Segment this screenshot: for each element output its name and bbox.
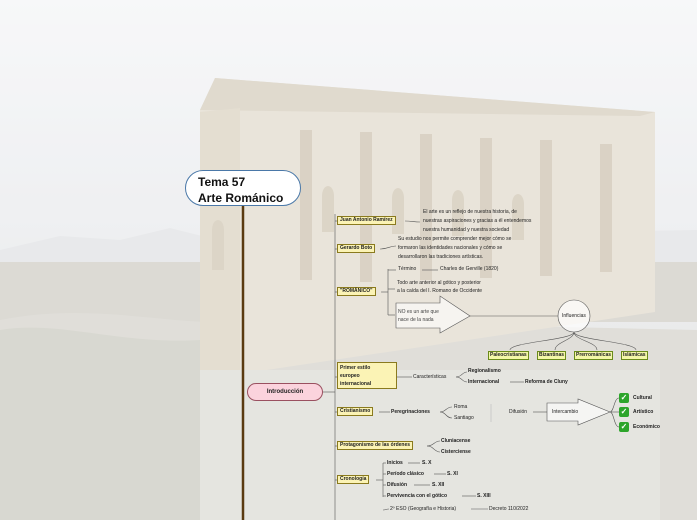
infl-prerromanicas[interactable]: Prerrománicas	[574, 351, 614, 360]
node-protagonismo[interactable]: Protagonismo de las órdenes	[337, 441, 414, 450]
infl-islamicas[interactable]: Islámicas	[621, 351, 648, 360]
caracteristicas-label: Características	[413, 374, 447, 380]
difusion-label: Difusión	[509, 409, 528, 415]
juan-text-3: nuestra humanidad y nuestra sociedad	[423, 227, 510, 233]
santiago-label: Santiago	[454, 415, 474, 421]
node-primer-estilo[interactable]: Primer estilo europeo internacional	[337, 362, 397, 389]
s-xi-label: S. XI	[447, 471, 458, 477]
economico-label: Económico	[633, 424, 660, 430]
eso-label: 2º ESO (Geografía e Historia)	[390, 506, 457, 512]
cultural-label: Cultural	[633, 395, 652, 401]
peregrinaciones-label: Peregrinaciones	[391, 409, 430, 415]
artistico-label: Artístico	[633, 409, 654, 415]
s-x-label: S. X	[422, 460, 432, 466]
no-arte-1: NO es un arte que	[398, 309, 439, 315]
intercambio-label: Intercambio	[552, 409, 579, 415]
internacional-label: Internacional	[468, 379, 500, 385]
periodo-label: Período clásico	[387, 471, 424, 477]
s-xiii-label: S. XIII	[477, 493, 491, 499]
check-icon: ✓	[619, 393, 629, 403]
juan-text-1: El arte es un reflejo de nuestra histori…	[423, 209, 517, 215]
gerardo-text-2: formaron las identidades nacionales y có…	[398, 245, 503, 251]
gerville-label: Charles de Gerville (1820)	[440, 266, 499, 272]
gerardo-text-3: desarrollaron las tradiciones artísticas…	[398, 254, 484, 260]
cluniacense-label: Cluniacense	[441, 438, 471, 444]
inicios-label: Inicios	[387, 460, 403, 466]
regionalismo-label: Regionalismo	[468, 368, 501, 374]
primer-line1: Primer estilo	[340, 365, 371, 371]
infl-bizantinas[interactable]: Bizantinas	[537, 351, 567, 360]
influencias-label: Influencias	[562, 313, 586, 319]
no-arte-2: nace de la nada	[398, 317, 434, 323]
roma-label: Roma	[454, 404, 468, 410]
cisterciense-label: Cisterciense	[441, 449, 471, 455]
infl-paleocristianas[interactable]: Paleocristianas	[488, 351, 529, 360]
decreto-label: Decreto 110/2022	[489, 506, 529, 512]
check-icon: ✓	[619, 422, 629, 432]
central-topic-line2: Arte Románico	[198, 191, 284, 205]
primer-line2: europeo	[340, 373, 360, 379]
node-cristianismo[interactable]: Cristianismo	[337, 407, 374, 416]
pervivencia-label: Pervivencia con el gótico	[387, 493, 448, 499]
gerardo-text-1: Su estudio nos permite comprender mejor …	[398, 236, 512, 242]
s-xii-label: S. XII	[432, 482, 445, 488]
node-romanico[interactable]: "ROMÁNICO"	[337, 287, 376, 296]
juan-text-2: nuestras aspiraciones y gracias a él ent…	[423, 218, 532, 224]
primer-line3: internacional	[340, 381, 372, 387]
central-topic[interactable]: Tema 57 Arte Románico	[185, 170, 301, 206]
node-cronologia[interactable]: Cronología	[337, 475, 370, 484]
node-gerardo[interactable]: Gerardo Boto	[337, 244, 376, 253]
node-juan[interactable]: Juan Antonio Ramírez	[337, 216, 396, 225]
todo-arte-2: a la caída del I. Romano de Occidente	[397, 288, 483, 294]
cluny-label: Reforma de Cluny	[525, 379, 568, 385]
difusion2-label: Difusión	[387, 482, 407, 488]
todo-arte-1: Todo arte anterior al gótico y posterior	[397, 280, 481, 286]
intro-topic[interactable]: Introducción	[247, 383, 323, 401]
check-icon: ✓	[619, 407, 629, 417]
termino-label: Término	[398, 266, 417, 272]
central-topic-line1: Tema 57	[198, 175, 246, 189]
